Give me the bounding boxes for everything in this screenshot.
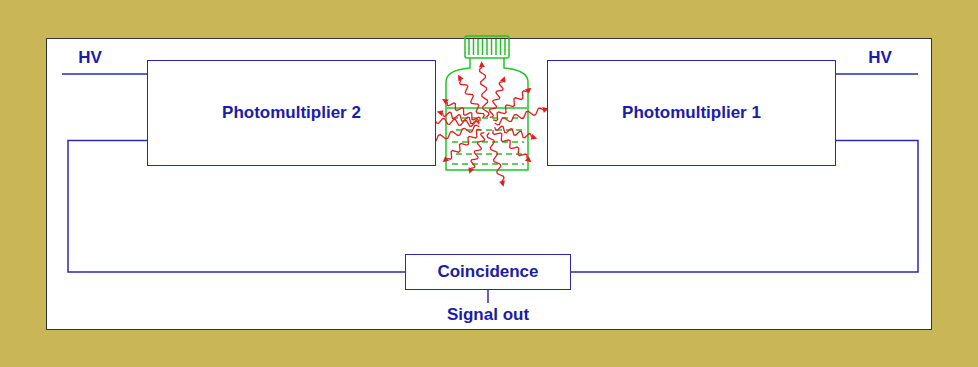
photon-head (525, 88, 532, 94)
photon-head (443, 156, 450, 162)
liquid-dash (456, 153, 524, 155)
cap-rib (491, 39, 493, 55)
hv-label: HV (76, 48, 104, 68)
cap-rib (477, 39, 479, 55)
photon-head (531, 134, 538, 140)
signal-label: Signal out (445, 305, 531, 325)
signal-wire (487, 290, 489, 303)
photon-head (499, 180, 505, 187)
photon-ray (431, 125, 479, 142)
photon-ray (493, 91, 527, 121)
box-label: Photomultiplier 2 (222, 103, 361, 123)
cap-rib (500, 39, 502, 55)
photon-head (437, 110, 444, 116)
photon-head (458, 75, 464, 82)
cap-rib (468, 39, 470, 55)
liquid (452, 118, 524, 164)
liquid-level (447, 107, 527, 109)
photon-ray (460, 80, 485, 118)
hv-label: HV (866, 48, 894, 68)
liquid-dash (452, 163, 524, 165)
coincidence-box: Coincidence (405, 254, 571, 290)
photon-ray (435, 119, 479, 127)
cap-rib (486, 39, 488, 55)
vial-cap (465, 36, 509, 58)
photon-ray (495, 126, 532, 138)
hv-wire (835, 73, 918, 75)
photon-head (479, 61, 485, 67)
photomultiplier-box: Photomultiplier 1 (547, 60, 836, 166)
light-photons (425, 61, 549, 187)
scintillation-vial (446, 36, 528, 170)
box-label: Photomultiplier 1 (622, 103, 761, 123)
photomultiplier-box: Photomultiplier 2 (147, 60, 436, 166)
liquid-dash (452, 141, 524, 143)
cap-rib (495, 39, 497, 55)
photon-ray (443, 112, 480, 124)
cap-ribs (469, 39, 505, 55)
cap-rib (473, 39, 475, 55)
photon-head (468, 167, 474, 174)
photon-ray (495, 108, 543, 125)
photon-ray (487, 133, 504, 181)
photon-head (525, 156, 532, 162)
cap-rib (504, 39, 506, 55)
photon-head (500, 76, 506, 83)
photon-head (442, 99, 449, 105)
cap-rib (482, 39, 484, 55)
box-label: Coincidence (437, 262, 538, 282)
photon-ray (480, 67, 489, 117)
photon-ray (447, 129, 481, 159)
hv-wire (62, 73, 148, 75)
